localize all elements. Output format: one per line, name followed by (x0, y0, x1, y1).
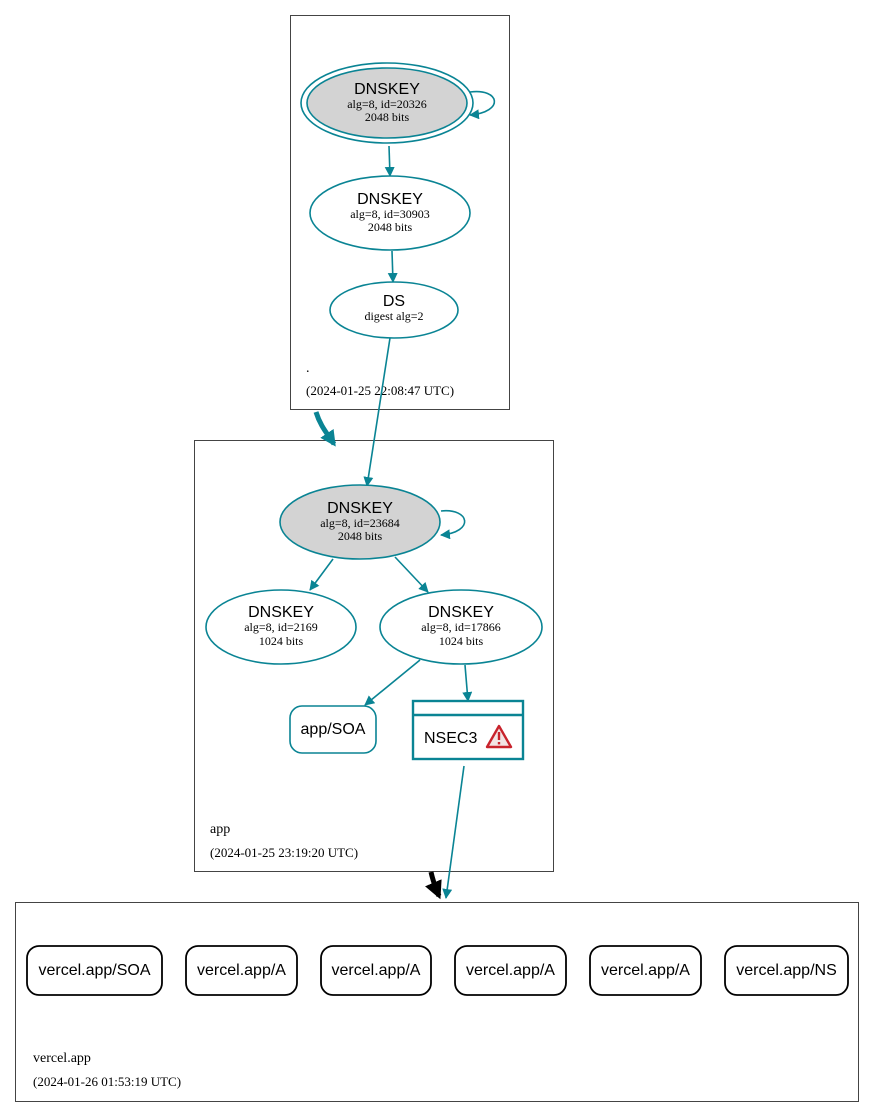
root-zsk-bits: 2048 bits (368, 220, 413, 234)
edge-root-zsk-to-ds (387, 250, 398, 283)
edge-app-ksk-self (440, 510, 466, 540)
edge-delegation-root-to-app (313, 411, 337, 447)
edge-ds-to-app-ksk (363, 337, 391, 487)
root-ksk-bits: 2048 bits (365, 110, 410, 124)
app-key-b-node: DNSKEY alg=8, id=17866 1024 bits (379, 589, 543, 665)
root-ksk-title: DNSKEY (354, 81, 420, 98)
edge-app-ksk-to-key-b (394, 556, 429, 593)
edge-key-b-to-nsec3 (462, 664, 473, 702)
root-ds-node: DS digest alg=2 (329, 281, 459, 339)
app-key-b-alg: alg=8, id=17866 (421, 620, 501, 634)
root-zsk-node: DNSKEY alg=8, id=30903 2048 bits (309, 175, 471, 251)
vercel-record-label: vercel.app/SOA (38, 962, 150, 979)
app-ksk-alg: alg=8, id=23684 (320, 516, 400, 530)
edge-root-ksk-self (469, 90, 496, 120)
root-ds-title: DS (383, 293, 405, 310)
vercel-record-a-3: vercel.app/A (454, 945, 567, 996)
vercel-record-label: vercel.app/A (197, 962, 286, 979)
vercel-record-label: vercel.app/NS (736, 962, 837, 979)
vercel-record-label: vercel.app/A (466, 962, 555, 979)
zone-root-cluster: . (2024-01-25 22:08:47 UTC) (290, 15, 510, 410)
vercel-records: vercel.app/SOA vercel.app/A vercel.app/A… (26, 945, 849, 996)
edge-root-ksk-to-zsk (384, 145, 395, 177)
vercel-record-label: vercel.app/A (601, 962, 690, 979)
zone-app-timestamp: (2024-01-25 23:19:20 UTC) (210, 845, 358, 860)
zone-root-timestamp: (2024-01-25 22:08:47 UTC) (306, 383, 454, 398)
edge-app-ksk-to-key-a (309, 558, 334, 591)
edge-key-b-to-soa (364, 659, 421, 706)
vercel-record-label: vercel.app/A (332, 962, 421, 979)
zone-root-name: . (306, 361, 310, 376)
zone-vercel-name: vercel.app (33, 1051, 91, 1066)
app-nsec3-node: NSEC3 (411, 699, 525, 761)
zone-vercel-cluster: vercel.app (2024-01-26 01:53:19 UTC) (15, 902, 859, 1102)
root-zsk-title: DNSKEY (357, 191, 423, 208)
zone-vercel-timestamp: (2024-01-26 01:53:19 UTC) (33, 1074, 181, 1089)
vercel-record-a-1: vercel.app/A (185, 945, 298, 996)
vercel-record-a-2: vercel.app/A (320, 945, 432, 996)
root-zsk-alg: alg=8, id=30903 (350, 207, 430, 221)
app-ksk-title: DNSKEY (327, 500, 393, 517)
zone-app-name: app (210, 822, 230, 837)
app-key-a-node: DNSKEY alg=8, id=2169 1024 bits (205, 589, 357, 665)
warning-triangle-icon (485, 724, 513, 749)
root-ksk-alg: alg=8, id=20326 (347, 97, 427, 111)
edge-nsec3-to-vercel (442, 765, 465, 899)
app-soa-node: app/SOA (289, 705, 377, 754)
vercel-record-ns: vercel.app/NS (724, 945, 849, 996)
vercel-record-a-4: vercel.app/A (589, 945, 702, 996)
root-ksk-node: DNSKEY alg=8, id=20326 2048 bits (300, 62, 474, 144)
app-key-b-bits: 1024 bits (439, 634, 484, 648)
app-key-a-title: DNSKEY (248, 604, 314, 621)
app-ksk-bits: 2048 bits (338, 529, 383, 543)
edges (309, 90, 496, 900)
app-key-a-alg: alg=8, id=2169 (244, 620, 318, 634)
app-ksk-node: DNSKEY alg=8, id=23684 2048 bits (279, 484, 441, 560)
app-soa-label: app/SOA (301, 721, 366, 738)
vercel-record-soa: vercel.app/SOA (26, 945, 163, 996)
app-nsec3-label: NSEC3 (424, 730, 477, 747)
root-ds-digest: digest alg=2 (364, 309, 423, 323)
app-key-b-title: DNSKEY (428, 604, 494, 621)
app-key-a-bits: 1024 bits (259, 634, 304, 648)
edge-delegation-app-to-vercel (425, 871, 442, 900)
